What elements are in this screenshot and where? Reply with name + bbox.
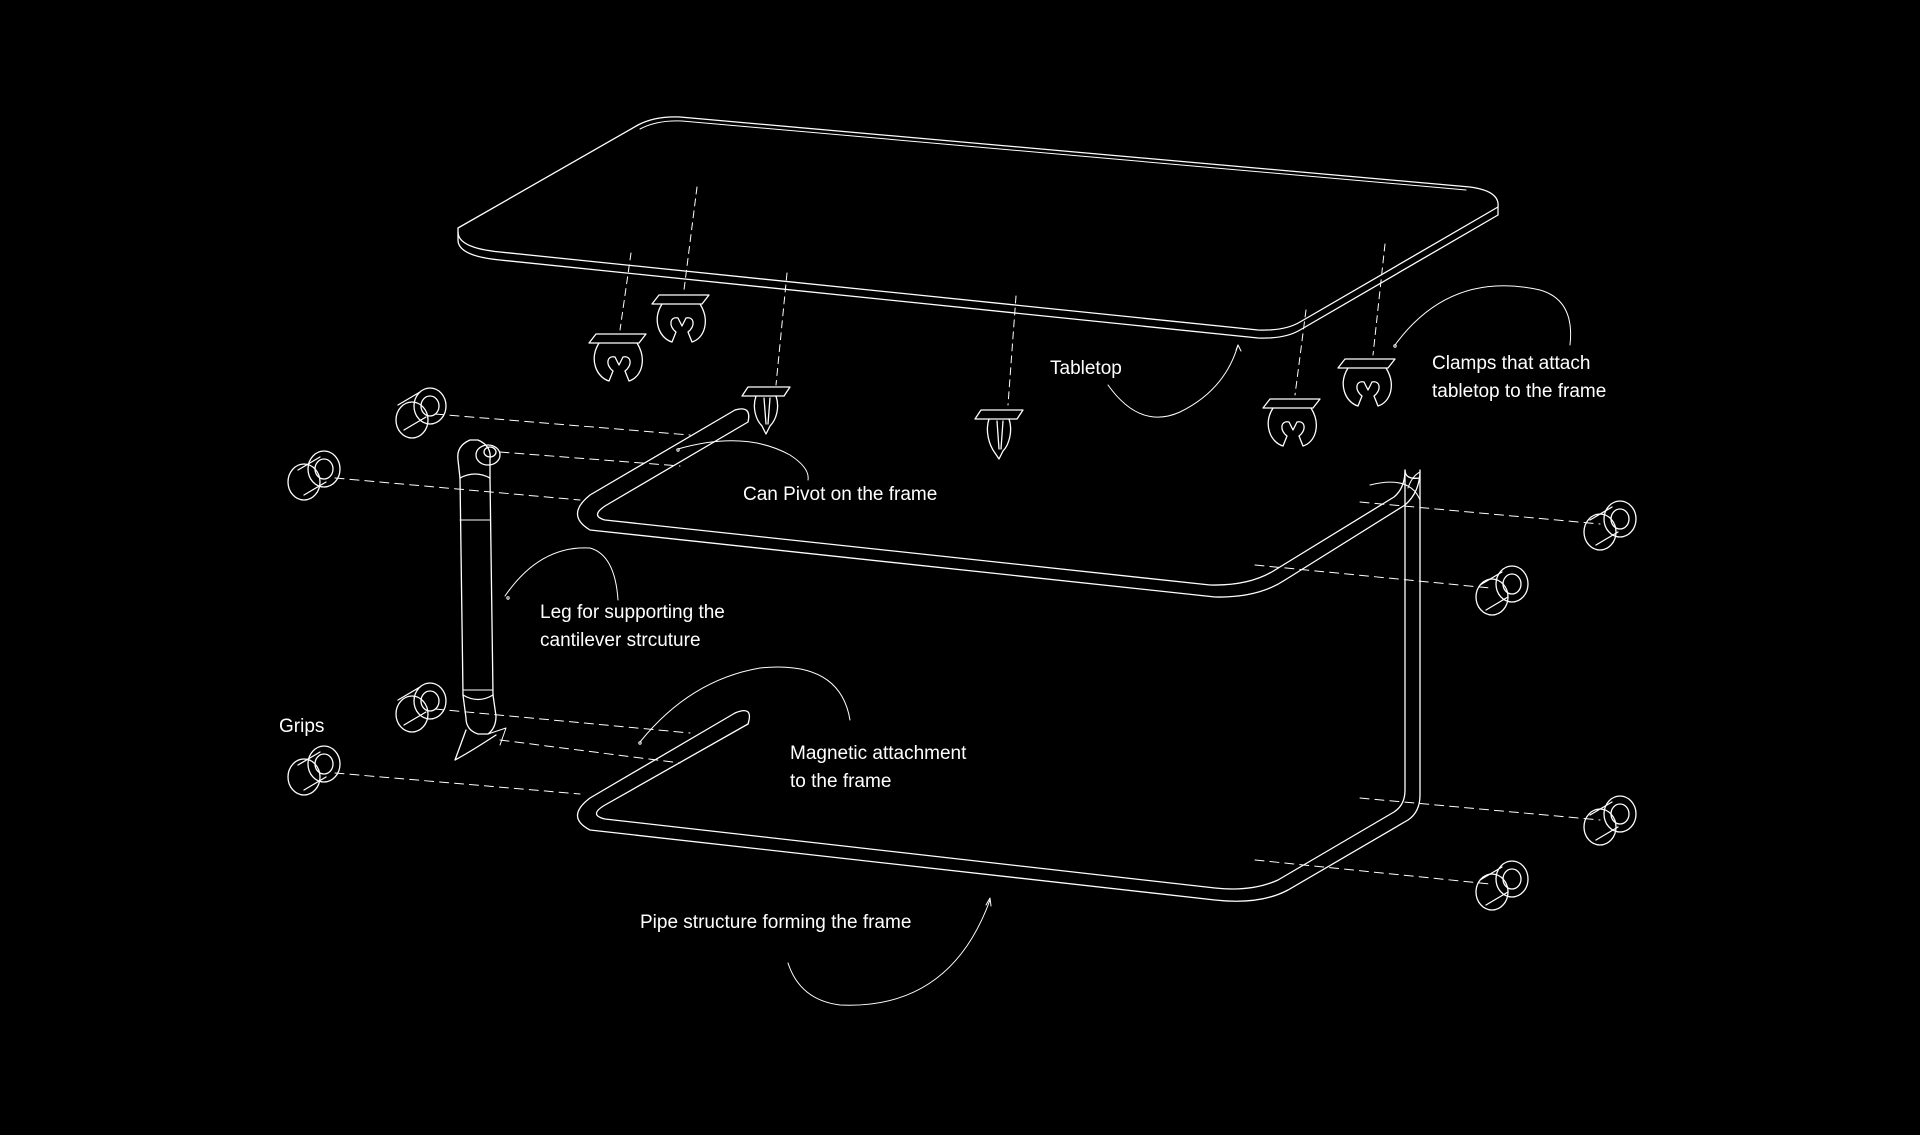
label-clamps: Clamps that attach tabletop to the frame bbox=[1432, 353, 1607, 402]
label-leg: Leg for supporting the cantilever strcut… bbox=[540, 602, 725, 651]
label-pipe: Pipe structure forming the frame bbox=[640, 912, 912, 933]
support-leg bbox=[454, 439, 507, 761]
leader-pipe bbox=[787, 897, 992, 1006]
grip-lower-left-back bbox=[395, 682, 447, 733]
leg-top-cap bbox=[475, 444, 501, 466]
leader-leg bbox=[504, 547, 619, 601]
grip-upper-right-front bbox=[1475, 565, 1529, 616]
label-grips: Grips bbox=[279, 716, 325, 737]
grip-assembly-lines bbox=[334, 413, 1601, 885]
clamp-drop-lines bbox=[619, 186, 1386, 406]
label-pivot: Can Pivot on the frame bbox=[743, 484, 938, 505]
clamp-1 bbox=[651, 294, 710, 343]
grip-lower-right-front bbox=[1475, 860, 1529, 911]
leader-pivot bbox=[676, 440, 809, 481]
clamp-3 bbox=[741, 386, 791, 435]
tabletop-board bbox=[457, 116, 1499, 339]
label-tabletop: Tabletop bbox=[1050, 358, 1122, 379]
leader-magnetic bbox=[638, 666, 851, 745]
upper-frame-pipe bbox=[576, 408, 1421, 902]
leader-clamps bbox=[1393, 285, 1572, 348]
grip-upper-left-front bbox=[287, 450, 341, 501]
grip-lower-left-front bbox=[287, 745, 341, 796]
clamp-5 bbox=[1262, 398, 1321, 447]
clamp-2 bbox=[588, 333, 647, 382]
leader-tabletop bbox=[1107, 344, 1242, 418]
grip-upper-left-back bbox=[395, 387, 447, 439]
clamp-4 bbox=[974, 409, 1024, 460]
clamp-6 bbox=[1337, 358, 1396, 407]
label-magnetic: Magnetic attachment to the frame bbox=[790, 743, 967, 792]
grip-lower-right-back bbox=[1583, 795, 1637, 846]
grip-upper-right-back bbox=[1583, 500, 1637, 551]
